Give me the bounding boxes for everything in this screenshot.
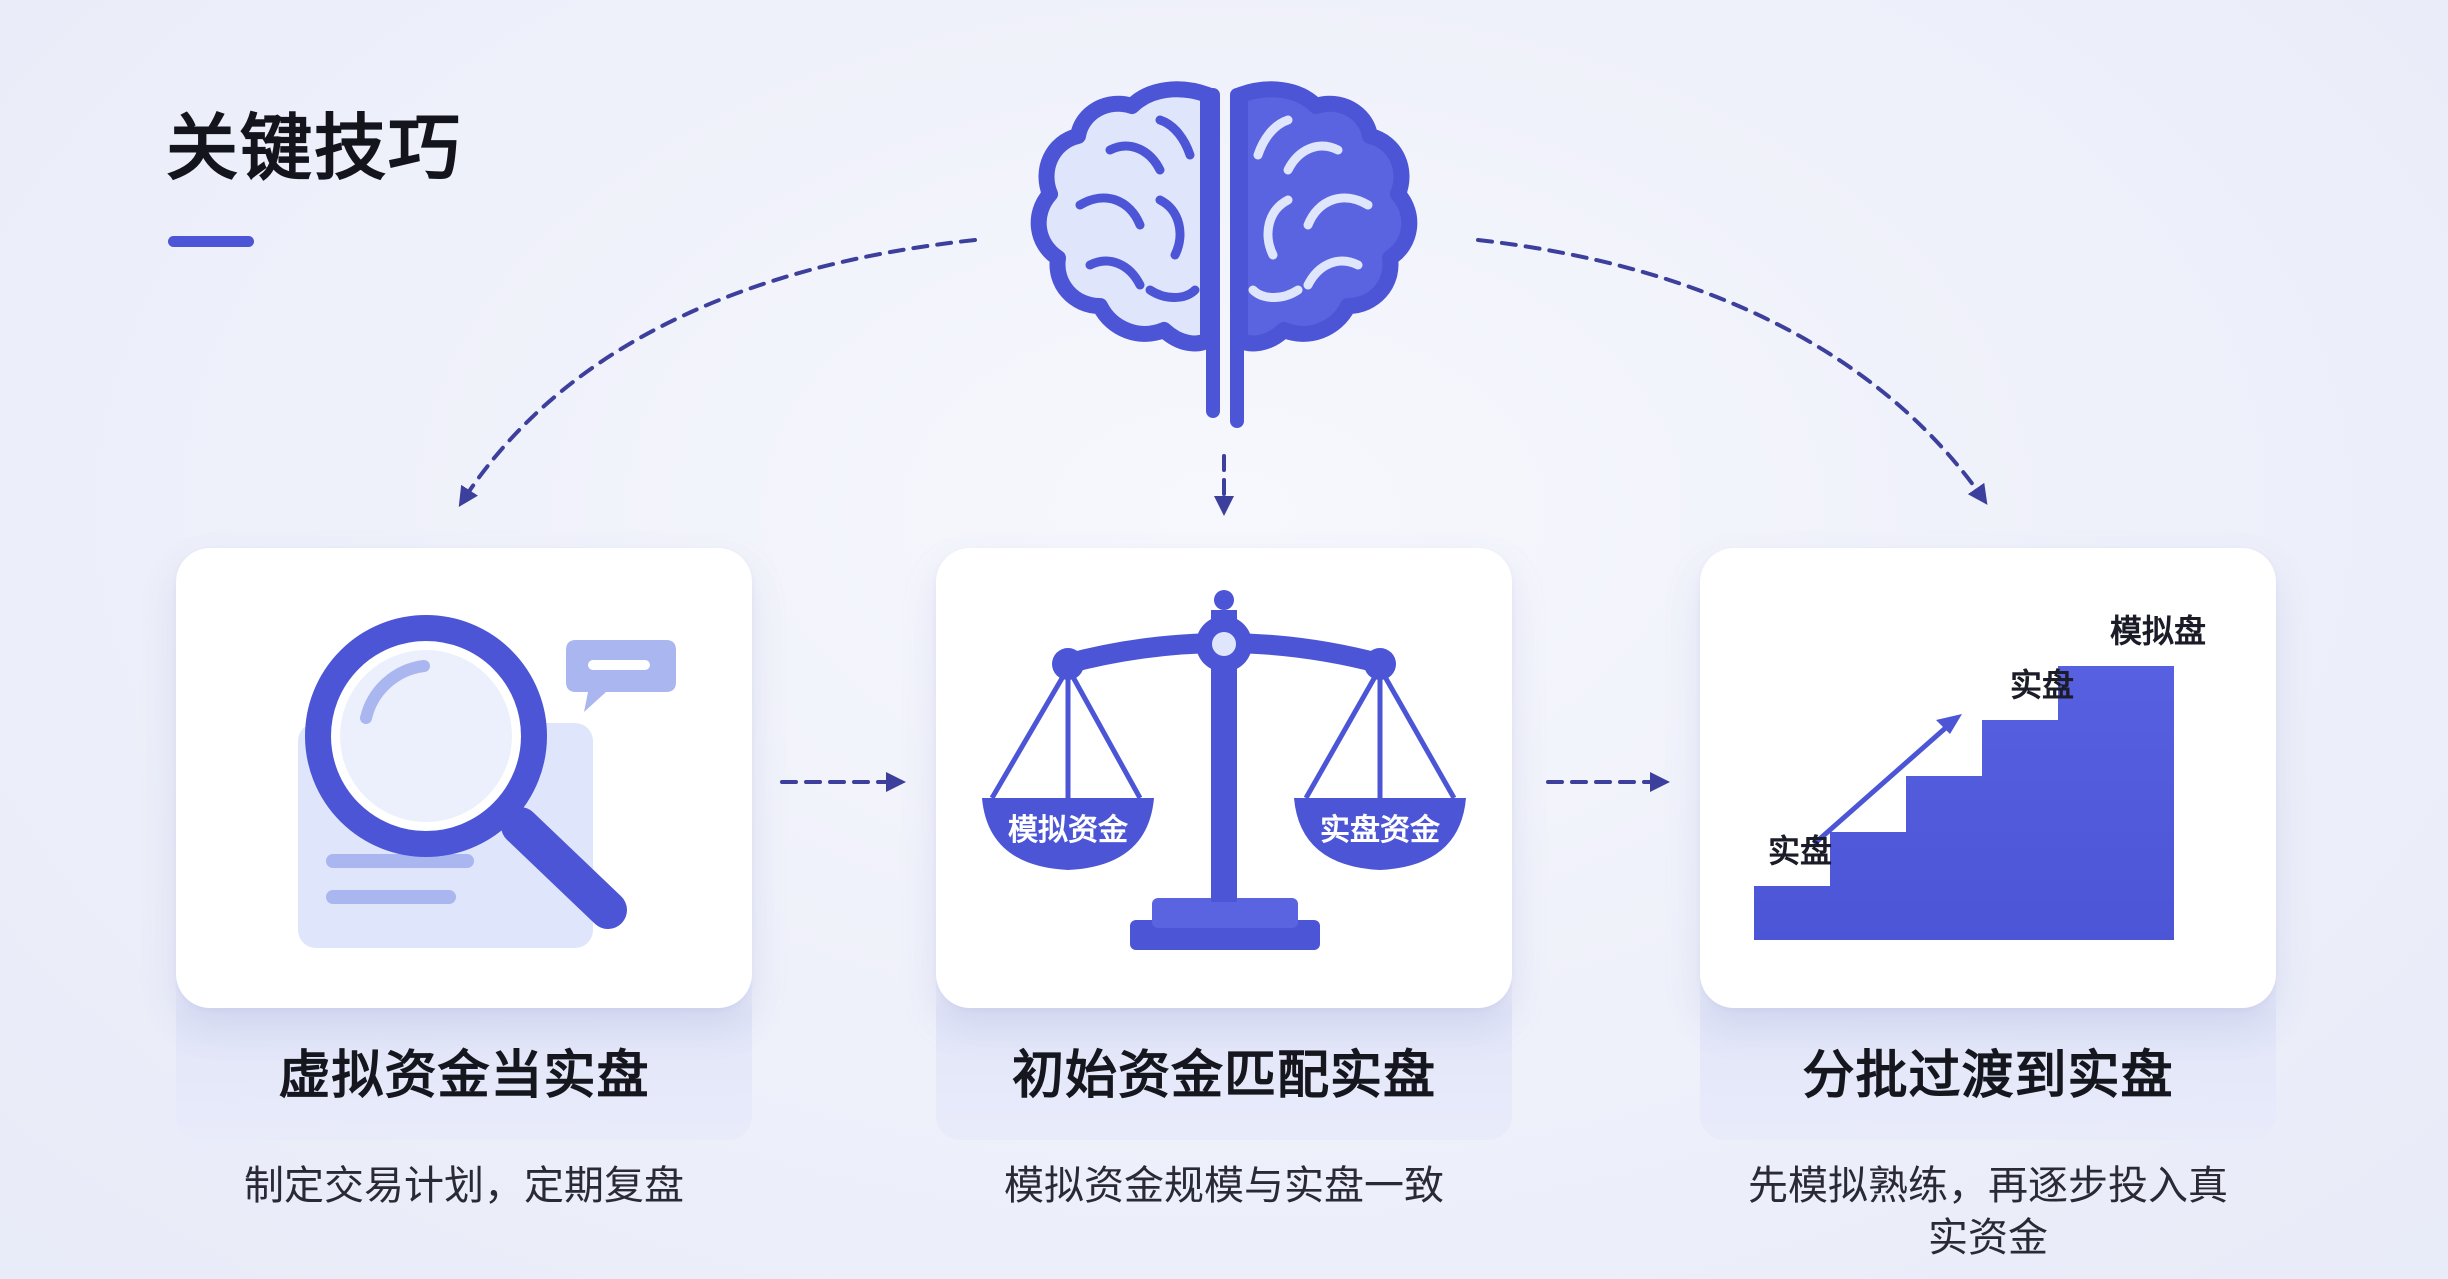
arrow-brain-to-card3 [1476,238,1988,505]
title-underline [168,236,254,247]
card-matching-funds: 模拟资金 实盘资金 [936,548,1512,1008]
step-label-start: 实盘 [1768,832,1832,870]
right-pan-label: 实盘资金 [1320,813,1441,848]
magnifier-document-icon [298,615,676,948]
card2-title: 初始资金匹配实盘 [1011,1046,1436,1106]
page-title: 关键技巧 [166,106,463,190]
step-label-top: 模拟盘 [2110,612,2206,650]
card-gradual-transition: 实盘 实盘 模拟盘 [1700,548,2276,1008]
card-virtual-funds [176,548,752,1008]
arrow-brain-to-card1 [458,238,977,508]
card1-description: 制定交易计划，定期复盘 [244,1163,684,1209]
brain-icon [1030,81,1418,428]
step-label-middle: 实盘 [2010,666,2074,704]
balance-scale-icon: 模拟资金 实盘资金 [982,590,1466,950]
left-pan-label: 模拟资金 [1008,813,1129,848]
card3-title: 分批过渡到实盘 [1802,1046,2174,1106]
card2-description: 模拟资金规模与实盘一致 [1004,1163,1444,1209]
stairs-chart-icon: 实盘 实盘 模拟盘 [1754,612,2206,940]
card3-description: 先模拟熟练，再逐步投入真实资金 [1748,1163,2228,1261]
card1-title: 虚拟资金当实盘 [278,1046,650,1106]
